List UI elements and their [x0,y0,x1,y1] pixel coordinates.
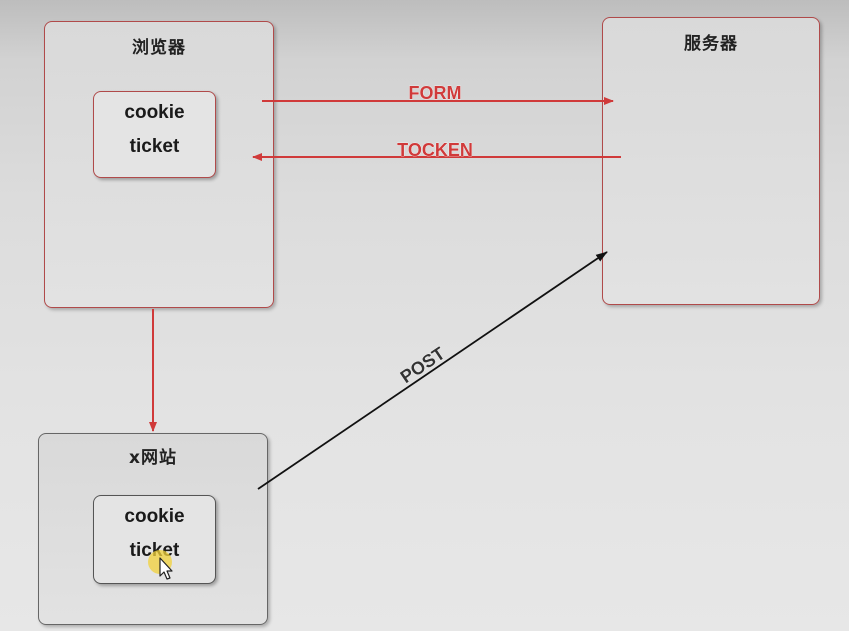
form-arrow-label: FORM [409,83,462,103]
server-title: 服务器 [684,34,738,54]
browser-box: 浏览器 cookie ticket [44,21,274,308]
site-cookie-label: cookie [124,506,185,527]
site-box: x网站 cookie ticket [38,433,268,625]
browser-ticket-label: ticket [129,136,180,157]
site-title: x网站 [129,448,177,468]
mouse-pointer-icon [146,548,180,582]
token-arrow-label: TOCKEN [397,140,473,160]
browser-title: 浏览器 [132,38,186,58]
post-arrow [257,251,608,490]
browser-cookie-label: cookie [124,102,185,123]
server-box: 服务器 [602,17,820,305]
browser-cookie-ticket-box: cookie ticket [93,91,216,178]
